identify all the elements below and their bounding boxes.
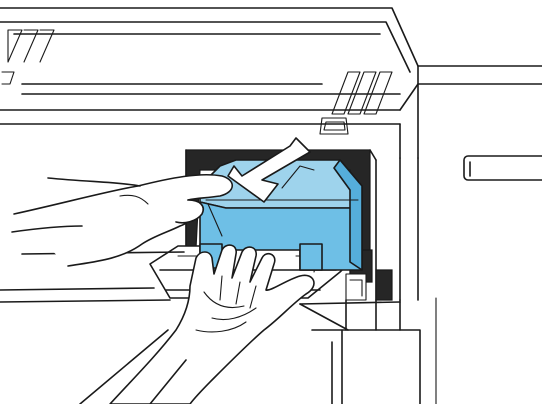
printer-right-panel (376, 66, 542, 404)
lower-frame (346, 300, 400, 330)
printer-top-cover (0, 8, 418, 158)
